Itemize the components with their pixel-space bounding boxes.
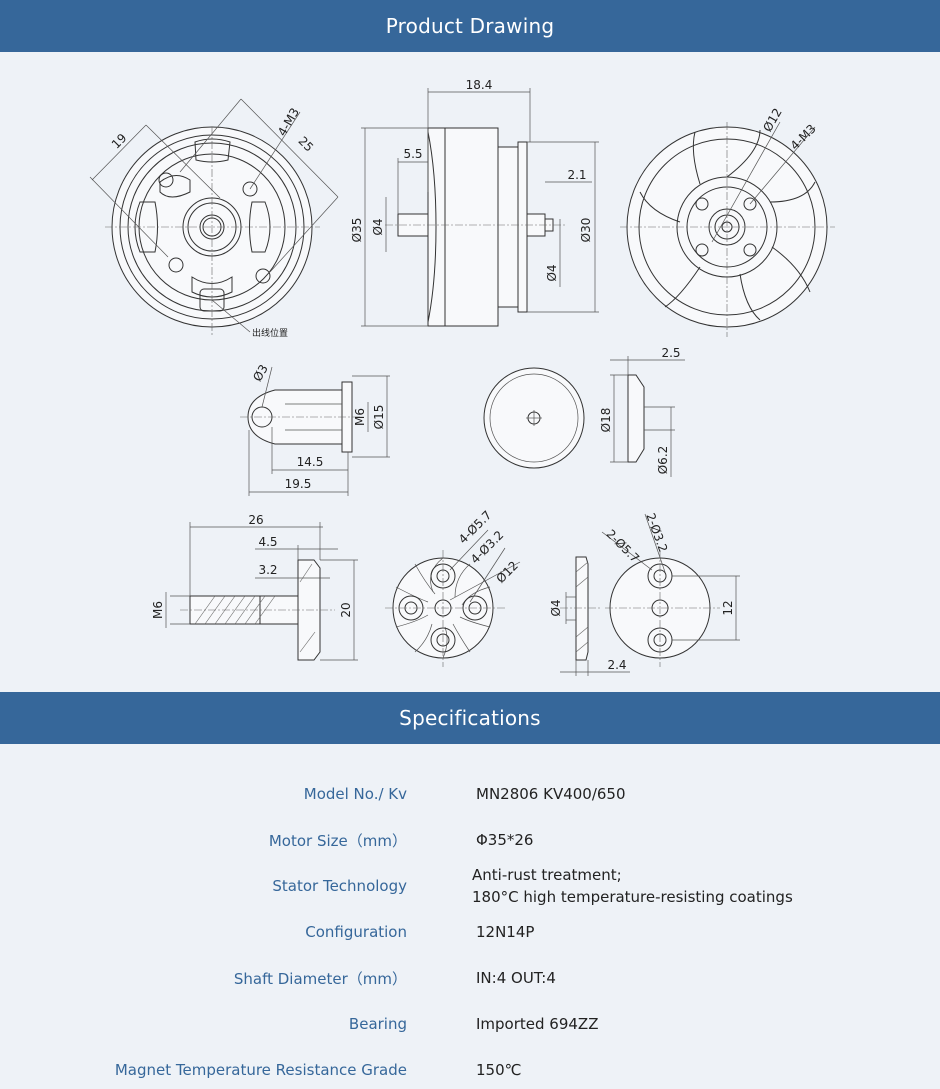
wire-outlet-note: 出线位置: [252, 327, 288, 339]
specifications-table: Model No./ Kv MN2806 KV400/650 Motor Siz…: [0, 744, 940, 1089]
dim-19: 19: [109, 131, 130, 152]
spec-row-motor-size: Motor Size（mm） Φ35*26: [0, 817, 940, 863]
dim-19-5: 19.5: [285, 477, 312, 491]
shaft-adapter-drawing: 26 4.5 3.2 M6 20: [151, 513, 358, 661]
spec-value: IN:4 OUT:4: [476, 969, 556, 987]
spec-label: Motor Size（mm）: [268, 831, 407, 850]
plate-side-drawing: Ø4 2.4: [549, 556, 630, 676]
spec-label: Bearing: [348, 1015, 407, 1033]
prop-nut-drawing: Ø15 M6 Ø3 14.5 19.5: [240, 362, 390, 496]
spec-label: Configuration: [305, 923, 407, 941]
spec-value: 150℃: [476, 1061, 522, 1079]
dim-2-4: 2.4: [607, 658, 626, 672]
spec-row-stator: Stator Technology Anti-rust treatment; 1…: [0, 863, 940, 909]
dim-5-5: 5.5: [403, 147, 422, 161]
product-drawing-header: Product Drawing: [0, 0, 940, 52]
washer-drawing: Ø18 2.5 Ø6.2: [483, 346, 685, 477]
spec-row-bearing: Bearing Imported 694ZZ: [0, 1001, 940, 1047]
dim-d30: Ø30: [579, 218, 593, 243]
product-drawing-title: Product Drawing: [385, 14, 555, 38]
motor-back-view: Ø12 4-M3: [620, 106, 835, 337]
spec-row-model: Model No./ Kv MN2806 KV400/650: [0, 771, 940, 817]
motor-front-view: 19 25 4-M3 出线位置: [89, 98, 339, 339]
spec-value: Φ35*26: [476, 831, 534, 849]
spec-label: Magnet Temperature Resistance Grade: [114, 1061, 407, 1079]
dim-18-4: 18.4: [466, 78, 493, 92]
specifications-title: Specifications: [399, 706, 541, 730]
dim-4-m3-back: 4-M3: [788, 122, 819, 153]
dim-d4-plate: Ø4: [549, 599, 563, 616]
dim-d15: Ø15: [372, 405, 386, 430]
dim-d4-output: Ø4: [545, 264, 559, 281]
dim-d12-prop: Ø12: [493, 558, 520, 585]
spec-label: Model No./ Kv: [303, 785, 407, 803]
spec-value: Anti-rust treatment; 180°C high temperat…: [472, 866, 793, 906]
spec-row-configuration: Configuration 12N14P: [0, 909, 940, 955]
spec-label: Shaft Diameter（mm）: [233, 969, 407, 988]
dim-d3: Ø3: [250, 362, 271, 384]
dim-m6-nut: M6: [353, 408, 367, 426]
dim-25: 25: [295, 134, 316, 155]
dim-20: 20: [339, 602, 353, 617]
spec-label: Stator Technology: [272, 877, 407, 895]
dim-d6-2: Ø6.2: [656, 446, 670, 475]
product-drawing: 19 25 4-M3 出线位置 18.4 5.5 Ø: [0, 52, 940, 692]
dim-4-5: 4.5: [258, 535, 277, 549]
dim-d18: Ø18: [599, 408, 613, 433]
spec-row-shaft: Shaft Diameter（mm） IN:4 OUT:4: [0, 955, 940, 1001]
motor-side-view: 18.4 5.5 Ø35 Ø4 2.1 Ø30 Ø4: [350, 78, 599, 327]
dim-14-5: 14.5: [297, 455, 324, 469]
dim-26: 26: [248, 513, 263, 527]
dim-2-5: 2.5: [661, 346, 680, 360]
dim-2-1: 2.1: [567, 168, 586, 182]
technical-drawing: 19 25 4-M3 出线位置 18.4 5.5 Ø: [89, 78, 835, 676]
dim-m6-adapter: M6: [151, 601, 165, 619]
dim-3-2: 3.2: [258, 563, 277, 577]
dim-d35: Ø35: [350, 218, 364, 243]
dim-d12-back: Ø12: [760, 106, 784, 134]
dim-d4-input: Ø4: [371, 218, 385, 235]
dim-2-d3-2: 2-Ø3.2: [643, 511, 670, 554]
prop-adapter-drawing: 4-Ø5.7 4-Ø3.2 Ø12: [385, 508, 521, 667]
spec-row-magnet-temp: Magnet Temperature Resistance Grade 150℃: [0, 1047, 940, 1089]
spec-value: 12N14P: [476, 923, 535, 941]
dim-12-plate: 12: [721, 600, 735, 615]
spec-value: MN2806 KV400/650: [476, 785, 626, 803]
plate-front-drawing: 12 2-Ø5.7 2-Ø3.2: [601, 511, 740, 667]
specifications-header: Specifications: [0, 692, 940, 744]
dim-4-m3: 4-M3: [275, 106, 302, 139]
dim-2-d5-7: 2-Ø5.7: [604, 527, 643, 566]
spec-value: Imported 694ZZ: [476, 1015, 599, 1033]
